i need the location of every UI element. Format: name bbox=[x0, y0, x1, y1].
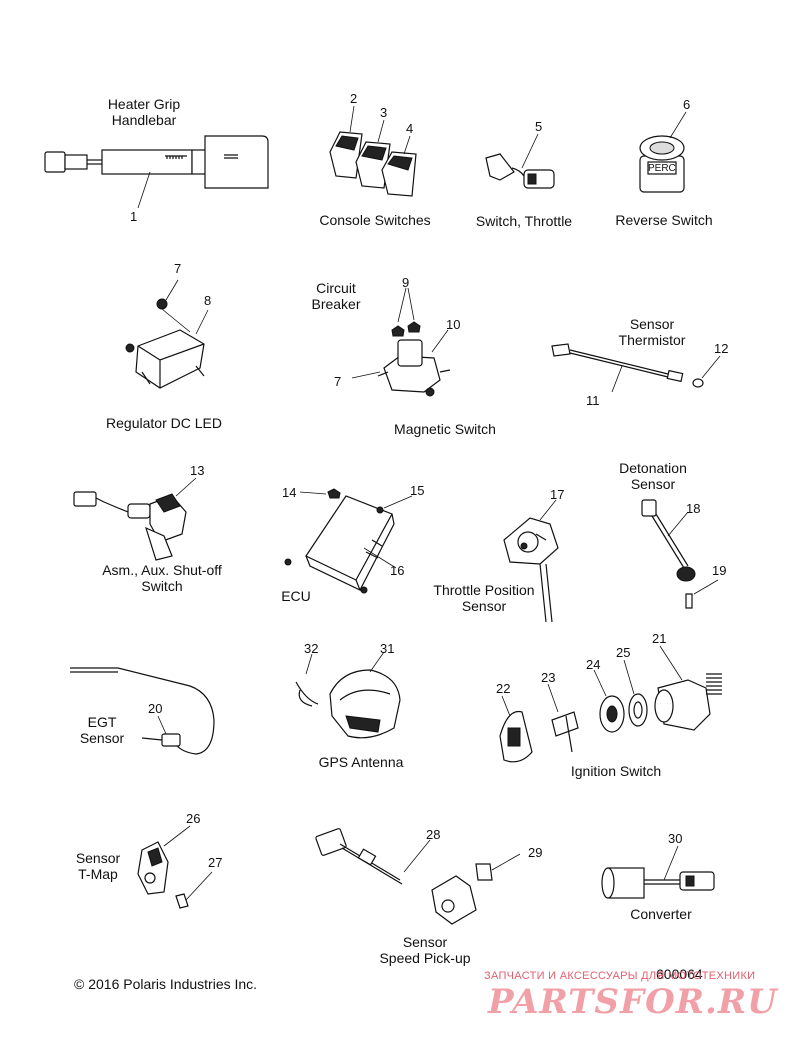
label-ignition-switch: Ignition Switch bbox=[570, 763, 662, 779]
label-heater-grip-line2: Handlebar bbox=[111, 112, 177, 128]
label-sensor-thermistor-line2: Thermistor bbox=[618, 332, 686, 348]
label-console-switches: Console Switches bbox=[319, 212, 431, 228]
part-number-18: 18 bbox=[686, 501, 701, 516]
label-circuit-breaker-line2: Breaker bbox=[311, 296, 361, 312]
part-number-13: 13 bbox=[190, 463, 205, 478]
label-magnetic-switch: Magnetic Switch bbox=[394, 421, 496, 437]
magnetic-switch-part bbox=[351, 287, 451, 397]
part-number-29: 29 bbox=[528, 845, 543, 860]
label-ecu: ECU bbox=[281, 588, 311, 604]
sensor-thermistor-part bbox=[551, 343, 721, 393]
part-number-16: 16 bbox=[390, 563, 405, 578]
part-number-3: 3 bbox=[380, 105, 388, 120]
label-sensor-thermistor-line1: Sensor bbox=[629, 316, 675, 332]
part-number-22: 22 bbox=[496, 681, 511, 696]
ecu-part bbox=[284, 488, 413, 594]
label-sensor-thermistor: Sensor Thermistor bbox=[604, 316, 700, 348]
label-throttle-position-line2: Sensor bbox=[461, 598, 507, 614]
label-regulator: Regulator DC LED bbox=[106, 415, 222, 431]
part-number-17: 17 bbox=[550, 487, 565, 502]
label-aux-shutoff-line2: Switch bbox=[141, 578, 183, 594]
gps-antenna-part bbox=[295, 651, 401, 739]
throttle-position-part bbox=[503, 499, 559, 623]
part-number-25: 25 bbox=[616, 645, 631, 660]
part-number-32: 32 bbox=[304, 641, 319, 656]
copyright-text: © 2016 Polaris Industries Inc. bbox=[74, 976, 258, 992]
label-gps-antenna: GPS Antenna bbox=[318, 754, 404, 770]
label-aux-shutoff-line1: Asm., Aux. Shut-off bbox=[102, 562, 222, 578]
label-aux-shutoff: Asm., Aux. Shut-off Switch bbox=[96, 562, 228, 594]
part-number-8: 8 bbox=[204, 293, 212, 308]
watermark-logo: PARTSFOR.RU bbox=[488, 982, 778, 1022]
heater-grip-part bbox=[44, 135, 269, 209]
part-number-15: 15 bbox=[410, 483, 425, 498]
label-throttle-position-line1: Throttle Position bbox=[433, 582, 535, 598]
label-heater-grip: Heater Grip Handlebar bbox=[96, 96, 192, 128]
part-number-31: 31 bbox=[380, 641, 395, 656]
part-number-11: 11 bbox=[586, 393, 600, 408]
label-egt-sensor-line2: Sensor bbox=[79, 730, 125, 746]
part-number-20: 20 bbox=[148, 701, 163, 716]
detonation-sensor-part bbox=[641, 499, 719, 609]
label-reverse-switch: Reverse Switch bbox=[615, 212, 713, 228]
converter-part bbox=[601, 845, 715, 899]
part-number-2: 2 bbox=[350, 91, 358, 106]
label-detonation-sensor-line2: Sensor bbox=[630, 476, 676, 492]
perc-text: PERC bbox=[648, 163, 676, 174]
label-converter: Converter bbox=[630, 906, 692, 922]
label-throttle-position: Throttle Position Sensor bbox=[424, 582, 544, 614]
part-number-21: 21 bbox=[652, 631, 667, 646]
console-switches-part bbox=[329, 105, 417, 197]
throttle-switch-part bbox=[485, 133, 555, 189]
part-number-24: 24 bbox=[586, 657, 601, 672]
label-circuit-breaker-line1: Circuit bbox=[316, 280, 356, 296]
label-speed-pickup-line1: Sensor bbox=[402, 934, 448, 950]
part-number-19: 19 bbox=[712, 563, 727, 578]
part-number-10: 10 bbox=[446, 317, 461, 332]
part-number-9: 9 bbox=[402, 275, 410, 290]
watermark-tagline: ЗАПЧАСТИ И АКСЕССУАРЫ ДЛЯ МОТОТЕХНИКИ bbox=[484, 970, 756, 982]
aux-shutoff-part bbox=[73, 477, 197, 561]
label-speed-pickup-line2: Speed Pick-up bbox=[379, 950, 471, 966]
reference-number: 600064 bbox=[656, 966, 703, 982]
label-sensor-tmap-line2: T-Map bbox=[78, 866, 118, 882]
egt-sensor-part bbox=[70, 667, 215, 755]
label-heater-grip-line1: Heater Grip bbox=[107, 96, 181, 112]
label-sensor-tmap: Sensor T-Map bbox=[66, 850, 130, 882]
label-sensor-tmap-line1: Sensor bbox=[75, 850, 121, 866]
part-number-28: 28 bbox=[426, 827, 441, 842]
sensor-tmap-part bbox=[137, 825, 213, 909]
label-egt-sensor-line1: EGT bbox=[87, 714, 117, 730]
part-number-12: 12 bbox=[714, 341, 729, 356]
part-number-1: 1 bbox=[130, 209, 138, 224]
part-number-6: 6 bbox=[683, 97, 691, 112]
part-number-26: 26 bbox=[186, 811, 201, 826]
part-number-4: 4 bbox=[406, 121, 414, 136]
part-number-27: 27 bbox=[208, 855, 223, 870]
label-egt-sensor: EGT Sensor bbox=[70, 714, 134, 746]
speed-pickup-part bbox=[315, 828, 521, 925]
regulator-part bbox=[125, 279, 209, 389]
part-number-7a: 7 bbox=[174, 261, 182, 276]
part-number-30: 30 bbox=[668, 831, 683, 846]
part-number-7b: 7 bbox=[334, 374, 342, 389]
ignition-switch-part bbox=[499, 645, 722, 763]
part-number-5: 5 bbox=[535, 119, 543, 134]
label-detonation-sensor: Detonation Sensor bbox=[608, 460, 698, 492]
label-circuit-breaker: Circuit Breaker bbox=[304, 280, 368, 312]
part-number-14: 14 bbox=[282, 485, 297, 500]
reverse-switch-part bbox=[639, 111, 687, 193]
part-number-23: 23 bbox=[541, 670, 556, 685]
label-switch-throttle: Switch, Throttle bbox=[475, 213, 573, 229]
label-speed-pickup: Sensor Speed Pick-up bbox=[370, 934, 480, 966]
label-detonation-sensor-line1: Detonation bbox=[619, 460, 687, 476]
